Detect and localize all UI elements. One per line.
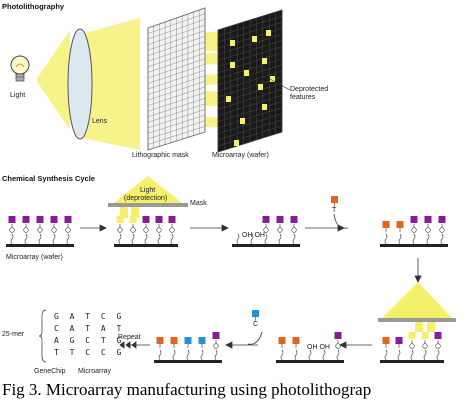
deprotected-feature (230, 62, 235, 68)
deprotected-feature (270, 76, 275, 82)
c-reagent-label: C (253, 321, 259, 328)
stage-2-exposure (114, 216, 178, 247)
sequence-brace (38, 309, 47, 363)
stage-6-deprotected (276, 332, 344, 363)
sequence-row-3: A G C T G (54, 336, 125, 345)
sequence-row-4: T T C C G (54, 348, 125, 357)
light-beam-1a (120, 207, 128, 218)
stage-4-add-t (380, 216, 448, 247)
synthesis-wafer-label: Microarray (wafer) (6, 254, 63, 261)
deprotected-feature (252, 36, 257, 42)
stage-3-deprotected (232, 216, 300, 247)
deprotected-feature (266, 30, 271, 36)
light-bulb-icon (10, 55, 30, 82)
lithographic-mask (147, 7, 206, 151)
microarray-label: Microarray (78, 368, 112, 375)
light-beam-2b (427, 322, 435, 332)
deprotected-feature (262, 104, 267, 110)
light-deprotection-label-1: Light (140, 187, 156, 194)
deprotected-feature (226, 96, 231, 102)
light-beam-2a (415, 322, 423, 332)
stage-7-add-c (154, 332, 222, 363)
deprotected-feature (234, 140, 239, 146)
microarray-wafer (217, 9, 283, 153)
features-label: features (290, 94, 316, 101)
mask-label: Lithographic mask (132, 152, 189, 159)
mask-label-synthesis: Mask (190, 200, 207, 207)
sequence-row-2: C A T A T (54, 324, 125, 333)
figure-caption: Fig 3. Microarray manufacturing using ph… (2, 380, 372, 399)
stage-1-initial (6, 216, 74, 247)
synthesis-title: Chemical Synthesis Cycle (2, 174, 95, 183)
sequence-row-1: G A T C G (54, 312, 125, 321)
light-cone-1b (114, 176, 182, 203)
lens-label: Lens (92, 118, 108, 125)
oh-right-label: OH OH (307, 344, 330, 351)
reagent-c-square (252, 310, 259, 317)
photolithography-section (10, 7, 291, 153)
stage-5-exposure (380, 332, 444, 363)
mer-label: 25-mer (2, 331, 25, 338)
deprotected-feature (262, 58, 267, 64)
light-cone-2 (382, 282, 452, 318)
mask-bar-2 (378, 318, 456, 322)
light-label: Light (10, 92, 26, 99)
deprotected-feature (244, 70, 249, 76)
synthesis-section (6, 176, 456, 363)
deprotected-label: Deprotected (290, 86, 329, 93)
genechip-label: GeneChip (34, 368, 66, 375)
deprotected-feature (258, 84, 263, 90)
reagent-t-square (331, 196, 338, 203)
mask-bar-1 (108, 203, 188, 207)
wafer-label: Microarray (wafer) (212, 152, 269, 159)
deprotected-pointer (267, 77, 291, 91)
repeat-label: Repeat (118, 334, 141, 341)
deprotected-feature (230, 40, 235, 46)
t-reagent-label: T (332, 207, 337, 214)
light-deprotection-label-2: (deprotection) (124, 195, 168, 202)
photolithography-title: Photolithography (2, 2, 65, 11)
process-arrows (80, 213, 422, 349)
deprotected-feature (240, 118, 245, 124)
oh-left-label: OH OH (242, 232, 265, 239)
lens-icon (67, 28, 93, 140)
light-beam-1b (131, 207, 139, 218)
